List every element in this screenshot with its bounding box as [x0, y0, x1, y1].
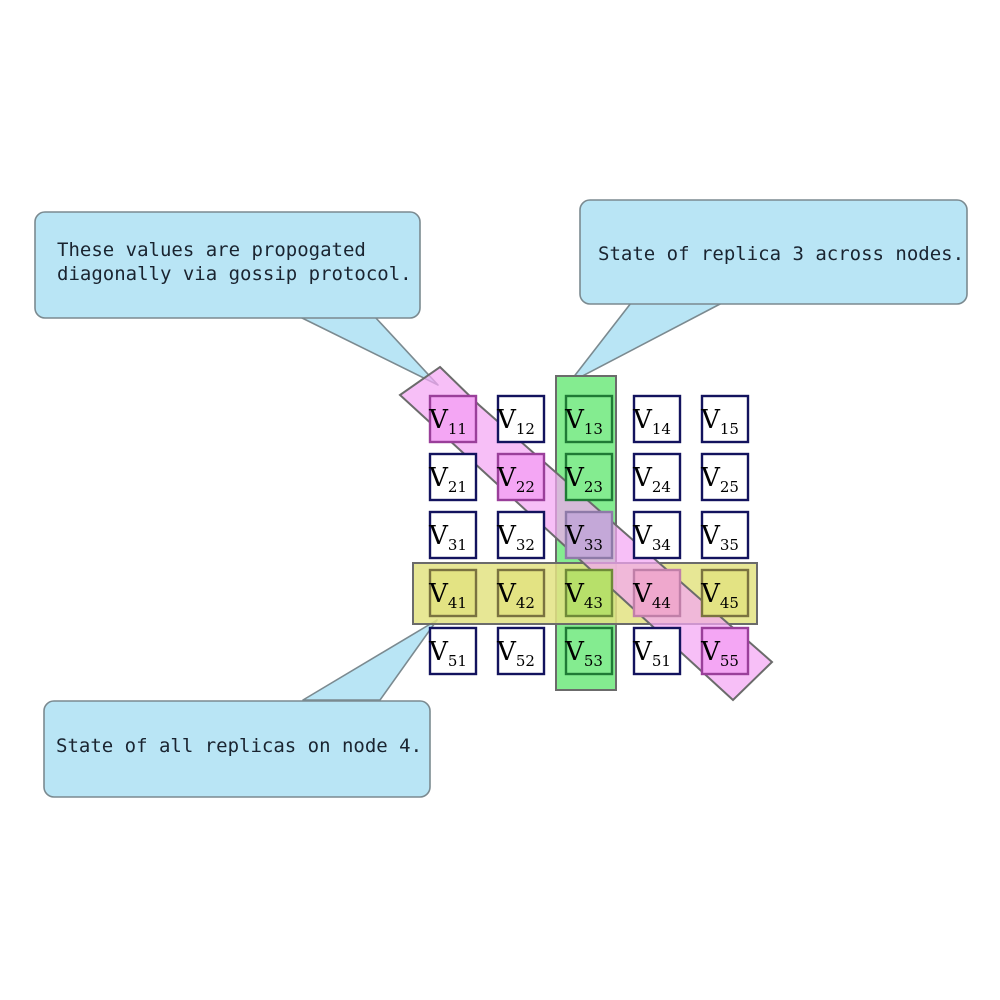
cell-subscript: 55	[720, 652, 739, 670]
cell-box[interactable]	[428, 626, 478, 676]
cell-subscript: 24	[652, 478, 671, 496]
replica-callout-text: State of replica 3 across nodes.	[598, 243, 964, 265]
cell-box[interactable]	[564, 626, 614, 676]
cell-box[interactable]	[564, 394, 614, 444]
cell-subscript: 43	[584, 594, 603, 612]
grid-cell-v55[interactable]: V55	[700, 626, 750, 676]
cell-box[interactable]	[700, 568, 750, 618]
cell-subscript: 11	[448, 420, 467, 438]
cell-box[interactable]	[700, 394, 750, 444]
cell-box[interactable]	[428, 568, 478, 618]
cell-box[interactable]	[564, 568, 614, 618]
cell-subscript: 51	[448, 652, 467, 670]
grid-cell-v53[interactable]: V53	[564, 626, 614, 676]
grid-cell-v33[interactable]: V33	[564, 510, 614, 560]
cell-box[interactable]	[496, 626, 546, 676]
node-callout-text: State of all replicas on node 4.	[56, 735, 422, 757]
cell-box[interactable]	[632, 626, 682, 676]
cell-subscript: 35	[720, 536, 739, 554]
cell-box[interactable]	[632, 510, 682, 560]
node-callout-tail	[302, 619, 438, 701]
cell-label: V44	[632, 579, 671, 612]
cell-box[interactable]	[700, 452, 750, 502]
replica-callout-tail	[568, 302, 723, 384]
grid-cell-v41[interactable]: V41	[428, 568, 478, 618]
cell-box[interactable]	[632, 452, 682, 502]
grid-cell-v35[interactable]: V35	[700, 510, 750, 560]
cell-subscript: 25	[720, 478, 739, 496]
cell-subscript: 23	[584, 478, 603, 496]
cell-box[interactable]	[700, 626, 750, 676]
gossip-callout-box[interactable]	[34, 211, 421, 319]
cell-subscript: 33	[584, 536, 603, 554]
cell-subscript: 31	[448, 536, 467, 554]
cell-label: V51	[428, 637, 467, 670]
grid-cell-v32[interactable]: V32	[496, 510, 546, 560]
cell-box[interactable]	[700, 510, 750, 560]
gossip-callout-tail	[299, 316, 439, 386]
grid-cell-v22[interactable]: V22	[496, 452, 546, 502]
grid-cell-v15[interactable]: V15	[700, 394, 750, 444]
cell-subscript: 34	[652, 536, 671, 554]
cell-label: V31	[428, 521, 467, 554]
grid-cell-v25[interactable]: V25	[700, 452, 750, 502]
cell-label: V23	[564, 463, 603, 496]
grid-cell-v24[interactable]: V24	[632, 452, 682, 502]
grid-cell-v51[interactable]: V51	[428, 626, 478, 676]
cell-box[interactable]	[428, 510, 478, 560]
grid-cell-v12[interactable]: V12	[496, 394, 546, 444]
cell-subscript: 52	[516, 652, 535, 670]
grid-cell-v43[interactable]: V43	[564, 568, 614, 618]
node-callout: State of all replicas on node 4.	[43, 619, 438, 798]
cell-subscript: 13	[584, 420, 603, 438]
cell-subscript: 14	[652, 420, 671, 438]
cell-box[interactable]	[632, 568, 682, 618]
cell-subscript: 51	[652, 652, 671, 670]
cell-box[interactable]	[496, 510, 546, 560]
grid-cell-v51[interactable]: V51	[632, 626, 682, 676]
cell-subscript: 42	[516, 594, 535, 612]
cell-label: V55	[700, 637, 739, 670]
cell-subscript: 32	[516, 536, 535, 554]
cell-label: V14	[632, 405, 671, 438]
node-callout-box[interactable]	[43, 700, 431, 798]
cell-box[interactable]	[496, 394, 546, 444]
cell-subscript: 41	[448, 594, 467, 612]
cell-label: V42	[496, 579, 535, 612]
grid-cell-v11[interactable]: V11	[428, 394, 478, 444]
grid-cell-v13[interactable]: V13	[564, 394, 614, 444]
grid-cell-v44[interactable]: V44	[632, 568, 682, 618]
cell-box[interactable]	[632, 394, 682, 444]
cell-box[interactable]	[496, 568, 546, 618]
grid-cell-v21[interactable]: V21	[428, 452, 478, 502]
cell-box[interactable]	[564, 510, 614, 560]
cell-subscript: 44	[652, 594, 671, 612]
cell-box[interactable]	[564, 452, 614, 502]
grid-cell-v14[interactable]: V14	[632, 394, 682, 444]
replica-callout-box[interactable]	[579, 199, 968, 305]
cell-box[interactable]	[428, 452, 478, 502]
grid-cell-v45[interactable]: V45	[700, 568, 750, 618]
cell-subscript: 21	[448, 478, 467, 496]
cell-subscript: 15	[720, 420, 739, 438]
grid-cell-v31[interactable]: V31	[428, 510, 478, 560]
grid-cell-v34[interactable]: V34	[632, 510, 682, 560]
cell-subscript: 12	[516, 420, 535, 438]
grid-cell-v23[interactable]: V23	[564, 452, 614, 502]
cell-subscript: 22	[516, 478, 535, 496]
grid-cell-v52[interactable]: V52	[496, 626, 546, 676]
replica-callout: State of replica 3 across nodes.	[568, 199, 968, 384]
cell-box[interactable]	[428, 394, 478, 444]
grid-cell-v42[interactable]: V42	[496, 568, 546, 618]
cell-box[interactable]	[496, 452, 546, 502]
cell-subscript: 45	[720, 594, 739, 612]
cell-subscript: 53	[584, 652, 603, 670]
